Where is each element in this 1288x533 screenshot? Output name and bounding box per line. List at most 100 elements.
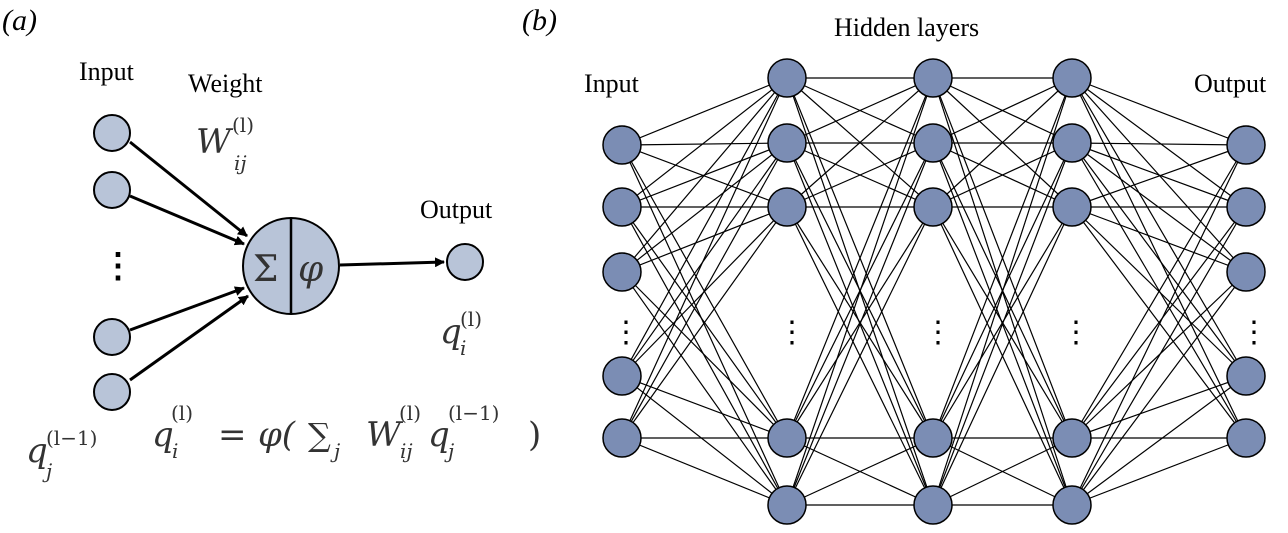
neuron-input-label: Input — [79, 57, 135, 86]
connection-hidden-3-3-to-output-1 — [1071, 144, 1247, 208]
svg-text:(l): (l) — [171, 401, 193, 425]
weight-symbol: W (l) ij — [196, 113, 254, 175]
output-node-2 — [1226, 187, 1266, 227]
input-layer-dots: ⋮ — [611, 316, 641, 349]
neuron-body: Σ φ — [242, 217, 340, 315]
hidden-2-node-4 — [913, 418, 953, 458]
connection-input-4-to-hidden-1-2 — [621, 142, 788, 377]
connection-input-1-to-hidden-1-1 — [621, 77, 788, 146]
connection-hidden-3-5-to-output-2 — [1071, 206, 1247, 506]
connection-hidden-3-3-to-output-3 — [1071, 206, 1247, 273]
connection-input-3-to-hidden-1-4 — [621, 271, 788, 439]
svg-text:q: q — [152, 415, 174, 455]
output-node-5 — [1226, 418, 1266, 458]
connection-hidden-1-5-to-hidden-2-4 — [786, 437, 934, 506]
connection-hidden-1-2-to-hidden-2-1 — [786, 77, 934, 144]
hidden-3-node-4 — [1052, 418, 1092, 458]
connection-hidden-2-5-to-hidden-3-3 — [932, 206, 1073, 506]
hidden-2-node-5 — [913, 485, 953, 525]
output-arrow — [339, 257, 445, 268]
svg-text:φ(: φ( — [258, 415, 296, 455]
connection-hidden-3-2-to-output-4 — [1071, 142, 1247, 377]
input-node-1 — [93, 114, 131, 152]
svg-text:q: q — [26, 431, 48, 471]
hidden-layer-1-dots: ⋮ — [777, 316, 807, 349]
connection-input-3-to-hidden-1-5 — [621, 271, 788, 506]
output-layer-dots: ⋮ — [1239, 316, 1269, 349]
weight-arrows — [129, 140, 445, 382]
svg-text:i: i — [460, 336, 466, 360]
svg-text:q: q — [440, 312, 462, 352]
connection-input-4-to-hidden-1-1 — [621, 77, 788, 377]
svg-text:(l): (l) — [232, 113, 254, 137]
input-symbol: q (l−1) j — [26, 426, 97, 483]
svg-text:ij: ij — [400, 439, 413, 463]
neuron-output-node — [446, 243, 484, 281]
connection-input-5-to-hidden-1-1 — [621, 77, 788, 439]
connection-hidden-2-5-to-hidden-3-4 — [932, 437, 1073, 506]
neuron-formula: q (l) i = φ( ∑ j W (l) ij q (l−1) j ) — [152, 401, 541, 463]
connection-hidden-1-4-to-hidden-2-1 — [786, 77, 934, 439]
connection-hidden-3-5-to-output-1 — [1071, 144, 1247, 506]
output-node-1 — [1226, 125, 1266, 165]
hidden-3-node-3 — [1052, 187, 1092, 227]
connection-hidden-1-5-to-hidden-2-3 — [786, 206, 934, 506]
connection-hidden-3-1-to-output-5 — [1071, 77, 1247, 439]
svg-text:i: i — [172, 439, 178, 463]
connection-hidden-3-1-to-output-2 — [1071, 77, 1247, 208]
hidden-layer-2-dots: ⋮ — [923, 316, 953, 349]
svg-text:ij: ij — [234, 151, 247, 175]
connection-input-3-to-hidden-1-2 — [621, 142, 788, 273]
connection-hidden-2-5-to-hidden-3-1 — [932, 77, 1073, 506]
connection-hidden-3-5-to-output-4 — [1071, 375, 1247, 506]
hidden-3-node-5 — [1052, 485, 1092, 525]
connection-input-1-to-hidden-1-5 — [621, 144, 788, 506]
input-node-3 — [602, 252, 642, 292]
arrow-4 — [129, 294, 249, 382]
svg-text:j: j — [444, 439, 454, 463]
arrow-2 — [129, 194, 245, 246]
output-node-4 — [1226, 356, 1266, 396]
svg-text:(l): (l) — [399, 401, 421, 425]
output-node-3 — [1226, 252, 1266, 292]
svg-text:j: j — [330, 439, 340, 463]
connection-hidden-3-4-to-output-1 — [1071, 144, 1247, 439]
sum-symbol: Σ — [253, 249, 278, 290]
connection-input-1-to-hidden-1-2 — [621, 142, 788, 146]
hidden-2-node-1 — [913, 58, 953, 98]
connection-hidden-3-5-to-output-5 — [1071, 437, 1247, 506]
svg-text:j: j — [42, 459, 52, 483]
connection-input-2-to-hidden-1-5 — [621, 206, 788, 506]
input-node-4 — [602, 356, 642, 396]
input-node-5 — [602, 418, 642, 458]
panel-a: (a) Input Weight W (l) ij Output ⋮ — [2, 4, 541, 483]
hidden-1-node-1 — [767, 58, 807, 98]
hidden-1-node-3 — [767, 187, 807, 227]
hidden-layers-label: Hidden layers — [834, 13, 979, 42]
panel-b: (b) Hidden layers Input Output ⋮ ⋮ ⋮ ⋮ ⋮ — [522, 4, 1269, 525]
svg-text:): ) — [528, 415, 541, 455]
output-symbol: q (l) i — [440, 307, 482, 360]
svg-text:(l): (l) — [460, 307, 482, 331]
hidden-1-node-5 — [767, 485, 807, 525]
connection-hidden-3-2-to-output-1 — [1071, 142, 1247, 146]
connection-hidden-3-4-to-output-4 — [1071, 375, 1247, 439]
network-nodes — [602, 58, 1266, 525]
svg-text:(l−1): (l−1) — [46, 426, 97, 450]
connection-input-5-to-hidden-1-2 — [621, 142, 788, 439]
weight-label: Weight — [188, 69, 263, 98]
arrow-3 — [129, 286, 245, 332]
connection-hidden-3-5-to-output-3 — [1071, 271, 1247, 506]
svg-text:q: q — [428, 415, 450, 455]
svg-text:(l−1): (l−1) — [448, 401, 499, 425]
hidden-3-node-1 — [1052, 58, 1092, 98]
connection-input-3-to-hidden-1-3 — [621, 206, 788, 273]
connection-hidden-2-2-to-hidden-3-1 — [932, 77, 1073, 144]
connection-input-4-to-hidden-1-4 — [621, 375, 788, 439]
input-node-1 — [602, 125, 642, 165]
connection-hidden-3-1-to-output-4 — [1071, 77, 1247, 377]
panel-a-tag: (a) — [2, 4, 37, 37]
connection-hidden-2-3-to-hidden-3-2 — [932, 142, 1073, 208]
arrow-1 — [129, 140, 248, 238]
connection-input-4-to-hidden-1-5 — [621, 375, 788, 506]
